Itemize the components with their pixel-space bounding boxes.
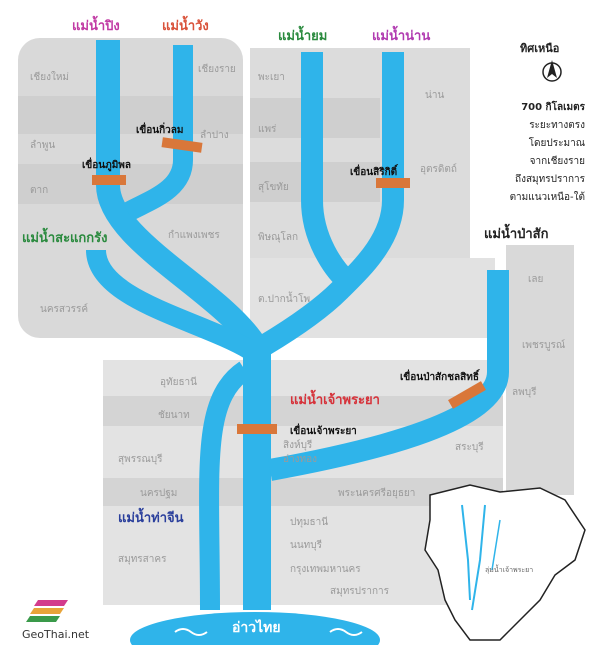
prov-phayao: พะเยา xyxy=(258,72,285,83)
ping-river xyxy=(96,40,266,352)
label-sirikit-dam: เขื่อนสิริกิติ์ xyxy=(350,164,399,178)
prov-nakhon-pathom: นครปฐม xyxy=(140,488,177,499)
prov-phitsanulok: พิษณุโลก xyxy=(258,230,298,243)
prov-uthai-thani: อุทัยธานี xyxy=(160,376,197,388)
gulf-of-thailand xyxy=(130,612,380,645)
distance-line-2: โดยประมาณ xyxy=(529,136,585,149)
prov-tak: ตาก xyxy=(30,185,48,196)
chao-phraya-dam xyxy=(237,424,277,434)
label-chao-phraya-dam: เขื่อนเจ้าพระยา xyxy=(290,423,357,437)
prov-lopburi: ลพบุรี xyxy=(512,386,537,398)
label-yom: แม่น้ำยม xyxy=(278,25,327,44)
prov-nan: น่าน xyxy=(425,90,444,101)
label-tha-chin: แม่น้ำท่าจีน xyxy=(118,507,184,526)
prov-sing-buri: สิงห์บุรี xyxy=(283,439,313,451)
label-sakae-krang: แม่น้ำสะแกกรัง xyxy=(22,227,108,246)
label-bhumibol-dam: เขื่อนภูมิพล xyxy=(82,157,131,172)
prov-bangkok: กรุงเทพมหานคร xyxy=(290,564,361,575)
bhumibol-dam xyxy=(92,175,126,185)
logo-text: GeoThai.net xyxy=(22,628,90,641)
inset-label: ลุ่มน้ำเจ้าพระยา xyxy=(485,563,533,574)
tha-chin-river xyxy=(199,361,251,611)
east-panel xyxy=(506,245,574,495)
northeast-panel xyxy=(250,48,470,258)
pasak-dam xyxy=(448,381,486,409)
north-label: ทิศเหนือ xyxy=(520,42,559,55)
prov-ang-thong: อ่างทอง xyxy=(283,454,317,465)
inset-map: ลุ่มน้ำเจ้าพระยา xyxy=(424,484,586,641)
label-wang: แม่น้ำวัง xyxy=(162,15,209,34)
prov-saraburi: สระบุรี xyxy=(455,441,484,453)
kiw-lom-dam xyxy=(161,137,203,153)
prov-chai-nat: ชัยนาท xyxy=(158,410,190,421)
prov-ayutthaya: พระนครศรีอยุธยา xyxy=(338,487,415,499)
prov-chiang-mai: เชียงใหม่ xyxy=(30,71,69,83)
prov-samut-prakan: สมุทรปราการ xyxy=(330,586,390,597)
label-pa-sak: แม่น้ำป่าสัก xyxy=(484,223,549,242)
distance-line-3: จากเชียงราย xyxy=(530,155,585,167)
prov-loei: เลย xyxy=(528,274,543,285)
prov-phetchabun: เพชรบูรณ์ xyxy=(522,339,565,351)
dams xyxy=(92,137,486,434)
prov-phrae: แพร่ xyxy=(258,124,277,135)
pa-sak-river xyxy=(268,270,509,481)
compass-icon xyxy=(542,60,562,82)
prov-pak-nam-pho: ต.ปากน้ำโพ xyxy=(258,291,310,305)
distance-info: 700 กิโลเมตร ระยะทางตรง โดยประมาณ จากเชี… xyxy=(510,100,586,203)
rivers xyxy=(86,40,509,611)
distance-line-5: ตามแนวเหนือ-ใต้ xyxy=(510,191,585,203)
prov-lampang: ลำปาง xyxy=(200,130,229,141)
gulf-label: อ่าวไทย xyxy=(232,618,281,636)
prov-pathum-thani: ปทุมธานี xyxy=(290,516,328,528)
prov-sukhothai: สุโขทัย xyxy=(258,180,289,193)
label-nan: แม่น้ำน่าน xyxy=(372,25,430,44)
label-pasak-dam: เขื่อนป่าสักชลสิทธิ์ xyxy=(400,369,481,383)
distance-line-4: ถึงสมุทรปราการ xyxy=(515,173,586,185)
distance-line-1: ระยะทางตรง xyxy=(529,120,585,131)
prov-suphan-buri: สุพรรณบุรี xyxy=(118,453,163,465)
prov-kamphaeng-phet: กำแพงเพชร xyxy=(168,230,220,241)
distance-line-0: 700 กิโลเมตร xyxy=(521,100,585,113)
nan-river xyxy=(259,52,404,355)
prov-samut-sakhon: สมุทรสาคร xyxy=(118,554,167,565)
province-labels: เชียงใหม่ เชียงราย ลำพูน ลำปาง ตาก กำแพง… xyxy=(30,63,565,597)
geothai-logo: GeoThai.net xyxy=(22,600,90,641)
prov-nonthaburi: นนทบุรี xyxy=(290,539,323,551)
sirikit-dam xyxy=(376,178,410,188)
prov-lamphun: ลำพูน xyxy=(30,140,55,151)
prov-chiang-rai: เชียงราย xyxy=(198,63,236,75)
label-kiw-lom-dam: เขื่อนกิ่วลม xyxy=(136,122,184,136)
sakae-krang-river xyxy=(86,248,256,359)
label-ping: แม่น้ำปิง xyxy=(72,15,120,34)
prov-uttaradit: อุตรดิตถ์ xyxy=(420,163,457,175)
prov-nakhon-sawan: นครสวรรค์ xyxy=(40,303,88,315)
label-chao-phraya: แม่น้ำเจ้าพระยา xyxy=(290,389,380,408)
gulf-waves xyxy=(174,628,363,636)
wang-river xyxy=(123,45,193,221)
